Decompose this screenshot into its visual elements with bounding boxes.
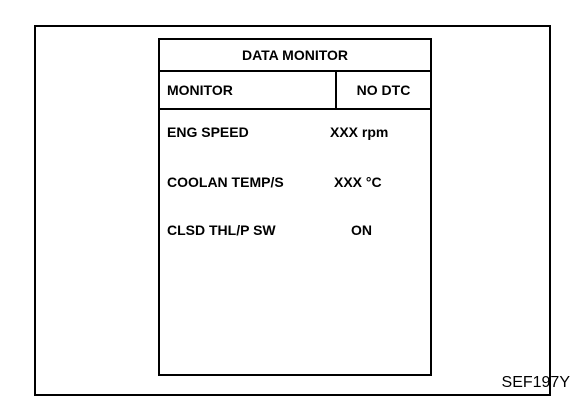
header-divider [335, 72, 337, 108]
figure-frame [34, 25, 551, 396]
item-name: COOLAN TEMP/S [167, 174, 284, 190]
data-monitor-screen: DATA MONITOR MONITOR NO DTC ENG SPEED XX… [158, 38, 432, 376]
monitor-header-label: MONITOR [167, 82, 233, 98]
item-name: ENG SPEED [167, 124, 249, 140]
item-name: CLSD THL/P SW [167, 222, 276, 238]
header-row: MONITOR NO DTC [160, 72, 430, 110]
monitor-row-closed-throttle-switch: CLSD THL/P SW ON [160, 220, 430, 240]
dtc-status-label: NO DTC [356, 82, 411, 98]
figure-reference-code: SEF197Y [501, 374, 570, 391]
screen-title: DATA MONITOR [160, 40, 430, 72]
item-value: XXX °C [334, 174, 382, 190]
monitor-row-coolant-temp: COOLAN TEMP/S XXX °C [160, 172, 430, 192]
item-value: ON [351, 222, 372, 238]
monitor-row-eng-speed: ENG SPEED XXX rpm [160, 122, 430, 142]
item-value: XXX rpm [330, 124, 389, 140]
